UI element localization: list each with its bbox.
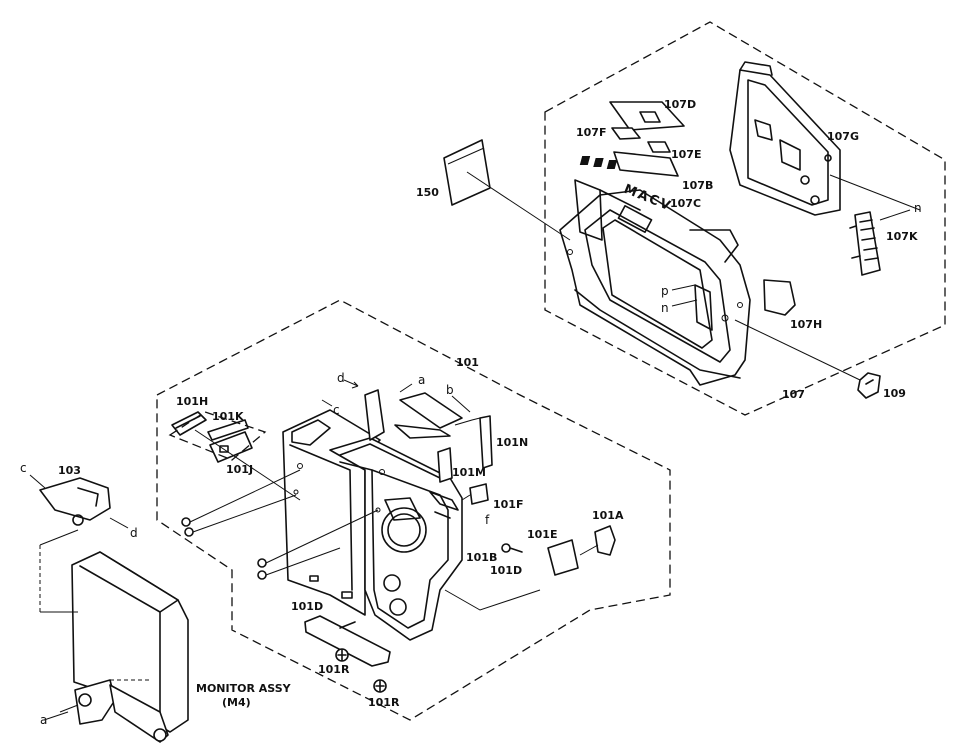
ref-f: f (485, 513, 490, 527)
part-screws-left (181, 517, 267, 580)
part-101K (207, 419, 249, 441)
label-150: 150 (416, 186, 439, 199)
label-107B: 107B (682, 179, 713, 192)
ref-c-left: c (20, 461, 27, 475)
label-107H: 107H (790, 318, 822, 331)
label-101J: 101J (226, 463, 253, 476)
label-101R-1: 101R (318, 663, 350, 676)
group-107-boundary (544, 21, 946, 416)
label-101N: 101N (496, 436, 528, 449)
part-107E (647, 141, 671, 153)
label-101D-right: 101D (490, 564, 522, 577)
label-monitor-assy: MONITOR ASSY (196, 682, 292, 695)
101-subgroup-boundary (168, 411, 267, 461)
part-101J (209, 431, 253, 463)
label-107K: 107K (886, 230, 918, 243)
label-109: 109 (883, 387, 906, 400)
label-107E: 107E (671, 148, 701, 161)
part-107-cabinet (559, 179, 751, 386)
part-monitor-assy (71, 551, 189, 743)
part-107D (609, 101, 685, 131)
label-monitor-code: (M4) (222, 696, 251, 709)
part-107K-connector (849, 211, 881, 276)
label-107: 107 (782, 388, 805, 401)
part-107B (579, 151, 679, 177)
label-101M: 101M (452, 466, 486, 479)
ref-b: b (446, 383, 454, 397)
group-101-boundary (156, 299, 671, 721)
label-101D-left: 101D (291, 600, 323, 613)
label-101: 101 (456, 356, 479, 369)
part-107F (611, 127, 641, 140)
label-107F: 107F (576, 126, 606, 139)
label-107C: 107C (670, 197, 701, 210)
part-101B-screw (501, 543, 523, 553)
part-101E (547, 539, 579, 576)
ref-d-top: d (337, 371, 345, 385)
part-109-clip (857, 372, 881, 399)
part-101F (469, 483, 489, 505)
ref-a-bottom: a (40, 713, 47, 727)
label-103: 103 (58, 464, 81, 477)
label-101R-2: 101R (368, 696, 400, 709)
label-101E: 101E (527, 528, 557, 541)
ref-d-left: d (130, 526, 138, 540)
label-101H: 101H (176, 395, 208, 408)
ref-p: p (661, 284, 669, 298)
part-107G-panel (729, 61, 841, 216)
part-101R-screws (335, 648, 387, 693)
ref-n-mid: n (661, 301, 669, 315)
ref-c-top: c (333, 403, 340, 417)
label-107G: 107G (827, 130, 859, 143)
part-107H-pad (763, 279, 796, 316)
part-101A (594, 525, 616, 556)
ref-a-top: a (418, 373, 425, 387)
label-101F: 101F (493, 498, 523, 511)
label-107D: 107D (664, 98, 696, 111)
label-101K: 101K (212, 410, 244, 423)
part-101-chassis (282, 389, 493, 667)
label-101B: 101B (466, 551, 497, 564)
part-103-hinge-cover (39, 477, 111, 526)
label-101A: 101A (592, 509, 624, 522)
ref-n-top: n (914, 201, 922, 215)
